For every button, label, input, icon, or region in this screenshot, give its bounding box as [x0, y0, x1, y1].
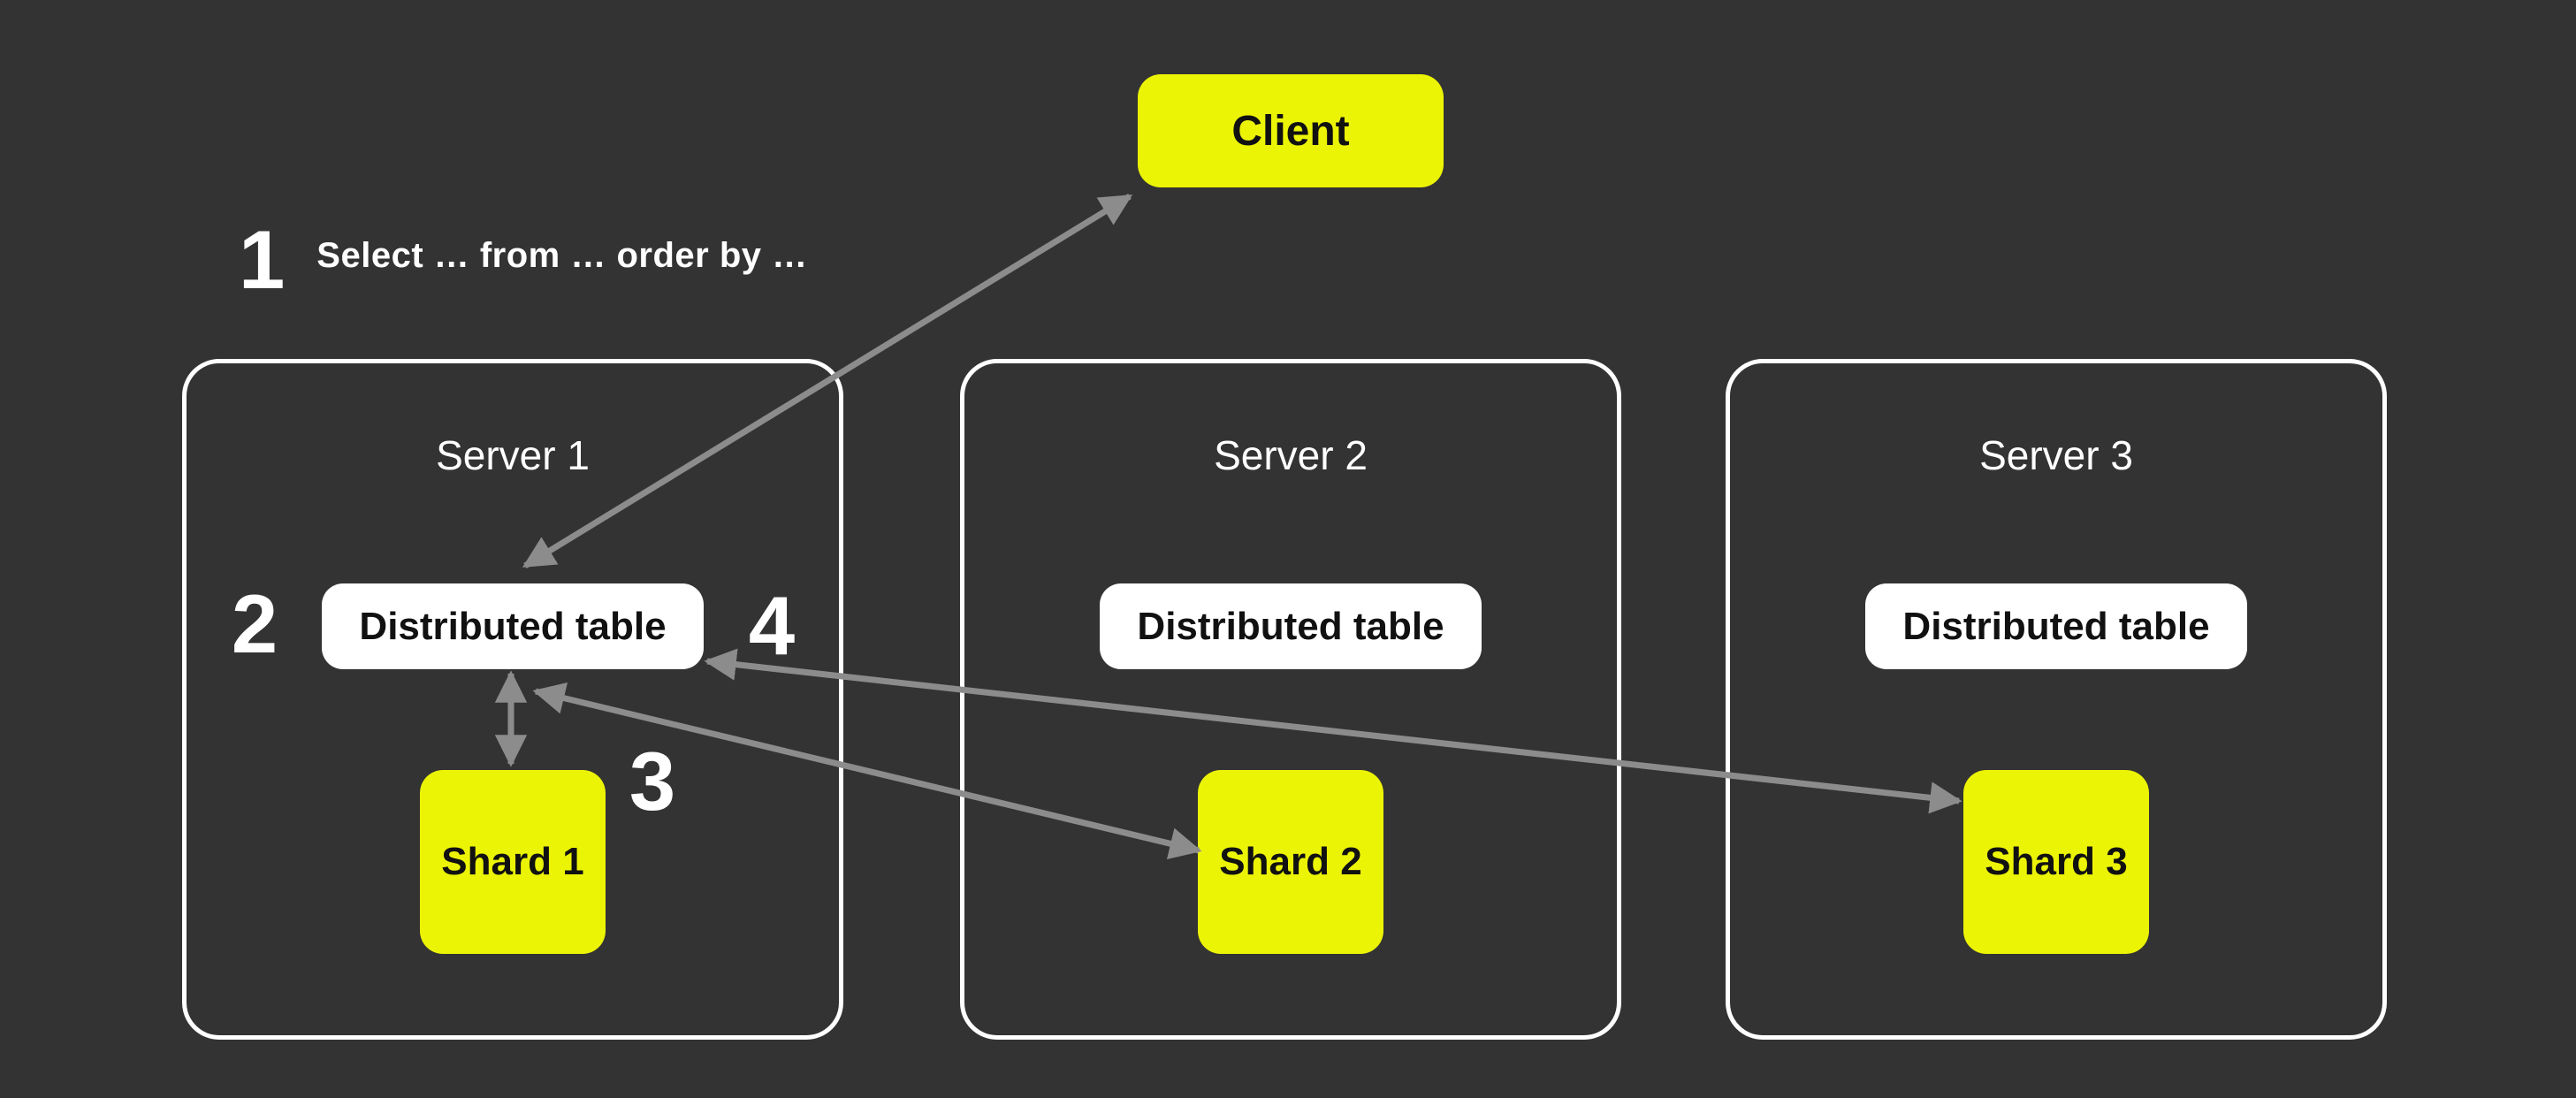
- server-2-shard-node: Shard 2: [1198, 770, 1383, 954]
- server-1-box: Server 1 Distributed table Shard 1: [182, 359, 843, 1040]
- step-label-2: 2: [231, 577, 278, 670]
- step-label-3: 3: [629, 735, 676, 827]
- server-1-distributed-table-node: Distributed table: [322, 583, 704, 669]
- server-2-title: Server 2: [1214, 432, 1368, 478]
- client-node: Client: [1138, 74, 1444, 187]
- server-2-box: Server 2 Distributed table Shard 2: [960, 359, 1621, 1040]
- server-3-box: Server 3 Distributed table Shard 3: [1726, 359, 2387, 1040]
- step-label-4: 4: [748, 579, 796, 672]
- server-1-shard-node: Shard 1: [420, 770, 606, 954]
- server-3-distributed-table-node: Distributed table: [1865, 583, 2247, 669]
- step-number-1: 1: [239, 213, 286, 306]
- step-annotation: 1 Select … from … order by …: [239, 216, 808, 304]
- server-1-title: Server 1: [436, 432, 590, 478]
- server-3-shard-node: Shard 3: [1963, 770, 2149, 954]
- server-2-distributed-table-node: Distributed table: [1100, 583, 1482, 669]
- server-3-title: Server 3: [1979, 432, 2133, 478]
- query-text: Select … from … order by …: [316, 235, 808, 275]
- client-label: Client: [1231, 107, 1350, 155]
